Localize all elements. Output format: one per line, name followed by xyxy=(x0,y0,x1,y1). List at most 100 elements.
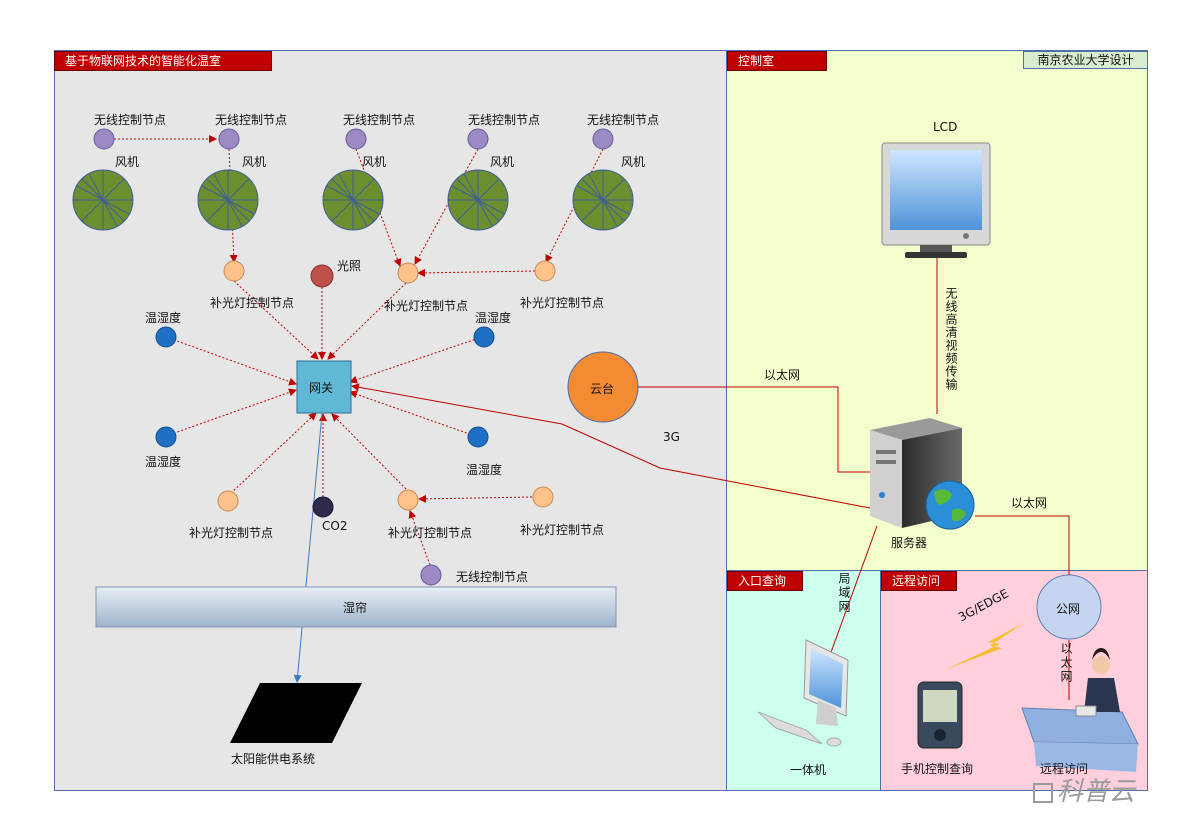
light-node-label-5: 补光灯控制节点 xyxy=(388,526,473,540)
wireless-node-3 xyxy=(345,128,367,150)
wireless-node-label-4: 无线控制节点 xyxy=(468,113,541,127)
light-node-label-2: 补光灯控制节点 xyxy=(384,299,469,313)
greenhouse-title-tag: 基于物联网技术的智能化温室 xyxy=(54,51,272,71)
wireless-node-label-2: 无线控制节点 xyxy=(215,113,288,127)
pda-phone-icon xyxy=(917,681,963,749)
light-node-5 xyxy=(397,489,419,511)
lcd-label: LCD xyxy=(933,120,958,134)
ethernet-vertical-label: 以太网 xyxy=(1059,642,1073,684)
link-light2-gateway xyxy=(327,282,407,360)
wireless-node-2 xyxy=(218,128,240,150)
public-net-label: 公网 xyxy=(1056,602,1081,616)
public-net-circle xyxy=(1036,574,1102,640)
wet-curtain-label: 湿帘 xyxy=(343,601,368,615)
ptz-circle xyxy=(567,351,639,423)
humidity-sensor-4 xyxy=(467,426,489,448)
gateway-box xyxy=(296,360,352,414)
link-light4-gateway xyxy=(227,412,317,497)
remote-access-title-tag: 远程访问 xyxy=(881,571,957,591)
wet-curtain-bar xyxy=(95,586,617,628)
co2-label: CO2 xyxy=(322,519,348,533)
fan-3 xyxy=(322,169,384,231)
fan-label-1: 风机 xyxy=(115,155,140,169)
fan-4 xyxy=(447,169,509,231)
light-node-label-3: 补光灯控制节点 xyxy=(520,296,605,310)
designer-tag: 南京农业大学设计 xyxy=(1023,51,1148,69)
wireless-node-label-6: 无线控制节点 xyxy=(456,570,529,584)
humidity-sensor-3 xyxy=(155,426,177,448)
wireless-node-6 xyxy=(420,564,442,586)
watermark-icon xyxy=(1033,783,1053,803)
ethernet-label-server: 以太网 xyxy=(1011,496,1048,510)
light-sensor xyxy=(310,264,334,288)
fan-label-2: 风机 xyxy=(242,155,267,169)
ptz-label: 云台 xyxy=(590,382,615,396)
fan-5 xyxy=(572,169,634,231)
lcd-monitor-icon xyxy=(881,142,991,258)
watermark-text: 科普云 xyxy=(1057,777,1136,807)
humidity-label-1: 温湿度 xyxy=(145,311,182,325)
watermark-logo: 科普云 xyxy=(1033,772,1153,812)
video-link-label: 无线高清视频传输 xyxy=(944,287,958,391)
light-node-6 xyxy=(532,486,554,508)
humidity-label-2: 温湿度 xyxy=(475,311,512,325)
humidity-label-3: 温湿度 xyxy=(145,455,182,469)
link-gateway-solar xyxy=(293,413,323,683)
co2-sensor xyxy=(312,496,334,518)
wireless-node-label-5: 无线控制节点 xyxy=(587,113,660,127)
wireless-node-5 xyxy=(592,128,614,150)
link-hum1-gateway xyxy=(165,336,297,386)
link-node3-light2 xyxy=(355,148,402,267)
fan-label-5: 风机 xyxy=(621,155,646,169)
remote-label: 远程访问 xyxy=(1040,762,1089,776)
fan-label-3: 风机 xyxy=(362,155,387,169)
lightning-3g-edge-icon xyxy=(945,622,1025,670)
gateway-label: 网关 xyxy=(309,381,334,395)
control-room-title-tag: 控制室 xyxy=(727,51,827,71)
desk-user-icon xyxy=(1021,648,1139,772)
humidity-sensor-2 xyxy=(473,326,495,348)
link-node4-light2 xyxy=(414,148,479,265)
all-in-one-label: 一体机 xyxy=(790,763,827,777)
ethernet-label-ptz: 以太网 xyxy=(764,368,801,382)
light-node-label-6: 补光灯控制节点 xyxy=(520,523,605,537)
humidity-sensor-1 xyxy=(155,326,177,348)
link-hum3-gateway xyxy=(165,388,297,437)
link-hum4-gateway xyxy=(349,390,479,438)
lan-label: 局域网 xyxy=(837,572,851,614)
light-node-label-1: 补光灯控制节点 xyxy=(210,296,295,310)
link-light6-light5 xyxy=(418,494,533,503)
entry-query-title-tag: 入口查询 xyxy=(727,571,803,591)
fan-1 xyxy=(72,169,134,231)
link-server-allinone xyxy=(825,525,878,667)
humidity-label-4: 温湿度 xyxy=(466,463,503,477)
entry-query-panel xyxy=(726,570,881,791)
solar-label: 太阳能供电系统 xyxy=(231,752,316,766)
link-server-publicnet xyxy=(975,515,1070,576)
fan-2 xyxy=(197,169,259,231)
link-ptz-server xyxy=(638,386,872,473)
wireless-node-label-1: 无线控制节点 xyxy=(94,113,167,127)
solar-panel-shape xyxy=(230,683,362,743)
light-node-4 xyxy=(217,490,239,512)
phone-query-label: 手机控制查询 xyxy=(901,762,974,776)
link-3g-server-gateway xyxy=(351,383,871,509)
link-light5-gateway xyxy=(331,413,407,490)
wireless-node-label-3: 无线控制节点 xyxy=(343,113,416,127)
globe-icon xyxy=(925,480,975,530)
light-node-3 xyxy=(534,260,556,282)
wireless-node-4 xyxy=(467,128,489,150)
light-node-1 xyxy=(223,260,245,282)
link-hum2-gateway xyxy=(349,336,483,384)
fan-label-4: 风机 xyxy=(490,155,515,169)
light-node-2 xyxy=(397,262,419,284)
all-in-one-pc-icon xyxy=(757,639,849,747)
link-node5-light3 xyxy=(545,148,604,263)
link-node6-light5 xyxy=(408,510,431,566)
wireless-node-1 xyxy=(93,128,115,150)
link-light3-light2 xyxy=(417,268,536,277)
light-node-label-4: 补光灯控制节点 xyxy=(189,526,274,540)
link-3g-label: 3G xyxy=(663,430,680,444)
link-light1-gateway xyxy=(233,280,319,360)
